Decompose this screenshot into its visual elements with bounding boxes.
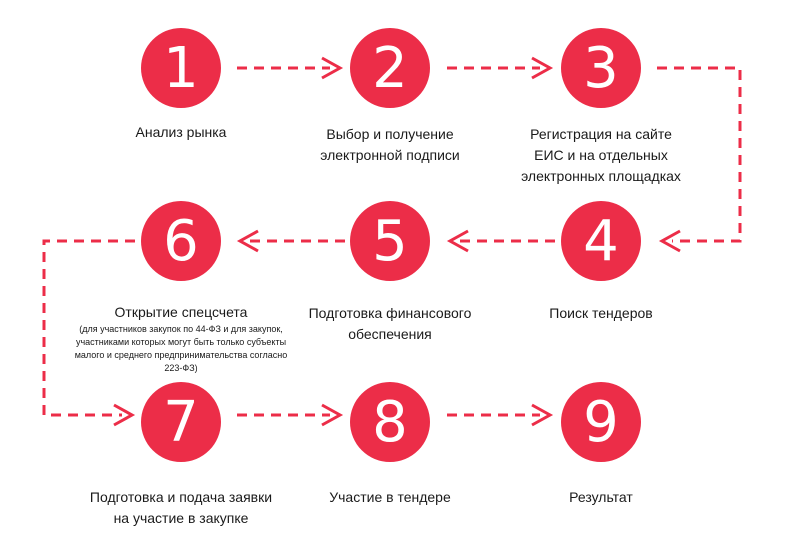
step-1-label: Анализ рынка — [135, 124, 227, 140]
step-9-circle: 9 — [561, 382, 641, 462]
step-8-label: Участие в тендере — [329, 489, 451, 505]
step-4-circle: 4 — [561, 201, 641, 281]
step-5-circle: 5 — [350, 201, 430, 281]
step-6-label: Открытие спецсчета (для участников закуп… — [61, 302, 301, 375]
step-6-note: (для участников закупок по 44-ФЗ и для з… — [74, 324, 288, 373]
step-6-title: Открытие спецсчета — [114, 304, 248, 320]
step-3-circle: 3 — [561, 28, 641, 108]
step-1-circle: 1 — [141, 28, 221, 108]
step-3-label: Регистрация на сайте ЕИС и на отдельных … — [521, 126, 681, 184]
step-7-circle: 7 — [141, 382, 221, 462]
step-8-circle: 8 — [350, 382, 430, 462]
step-2-label: Выбор и получение электронной подписи — [320, 126, 460, 163]
step-5-label: Подготовка финансового обеспечения — [308, 305, 472, 342]
step-2-circle: 2 — [350, 28, 430, 108]
step-9-label: Результат — [569, 489, 633, 505]
step-4-label: Поиск тендеров — [549, 305, 653, 321]
step-6-circle: 6 — [141, 201, 221, 281]
step-7-label: Подготовка и подача заявки на участие в … — [89, 489, 273, 526]
